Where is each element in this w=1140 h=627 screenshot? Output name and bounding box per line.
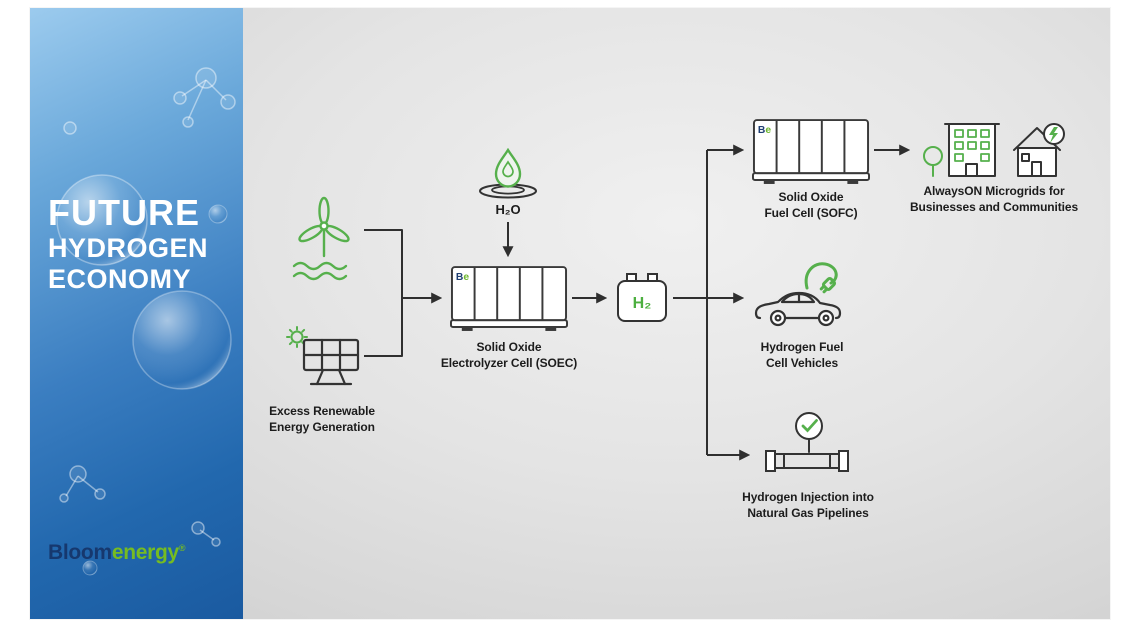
soec-label: Solid Oxide Electrolyzer Cell (SOEC): [440, 340, 578, 370]
connector-sources-merge: [364, 229, 403, 357]
logo-energy-text: energy: [111, 541, 179, 564]
logo-bloom-text: Bloom: [48, 541, 112, 564]
wind-turbine-icon: [286, 194, 362, 286]
title-line-hydrogen: HYDROGEN: [48, 233, 209, 263]
sofc-fuel-cell-icon: [752, 118, 870, 187]
soec-electrolyzer-icon: [450, 265, 568, 334]
bubbles-decoration: [56, 67, 236, 576]
microgrid-label: AlwaysON Microgrids for Businesses and C…: [909, 184, 1079, 214]
fuel-cell-vehicle-icon: [752, 256, 852, 338]
slide-title: FUTURE HYDROGEN ECONOMY: [48, 193, 208, 295]
pipeline-check-icon: [762, 408, 852, 488]
solar-panel-icon: [284, 326, 362, 400]
slide-canvas: Be: [30, 8, 1110, 619]
left-panel: FUTURE HYDROGEN ECONOMY Bloomenergy®: [30, 8, 243, 619]
renewables-label: Excess Renewable Energy Generation: [269, 404, 375, 434]
h2-tank-label: H₂: [633, 295, 652, 312]
microgrid-buildings-icon: [918, 114, 1070, 186]
sofc-label: Solid Oxide Fuel Cell (SOFC): [764, 190, 858, 220]
title-line-economy: ECONOMY: [48, 264, 192, 294]
logo-registered-mark: ®: [178, 543, 186, 553]
bloom-energy-logo: Bloomenergy®: [48, 541, 186, 565]
title-line-future: FUTURE: [48, 192, 200, 233]
vehicles-label: Hydrogen Fuel Cell Vehicles: [760, 340, 844, 370]
water-drop-icon: [470, 148, 546, 200]
h2-tank-icon: H₂: [615, 270, 669, 324]
h2o-label: H₂O: [495, 202, 521, 217]
pipeline-label: Hydrogen Injection into Natural Gas Pipe…: [742, 490, 874, 520]
